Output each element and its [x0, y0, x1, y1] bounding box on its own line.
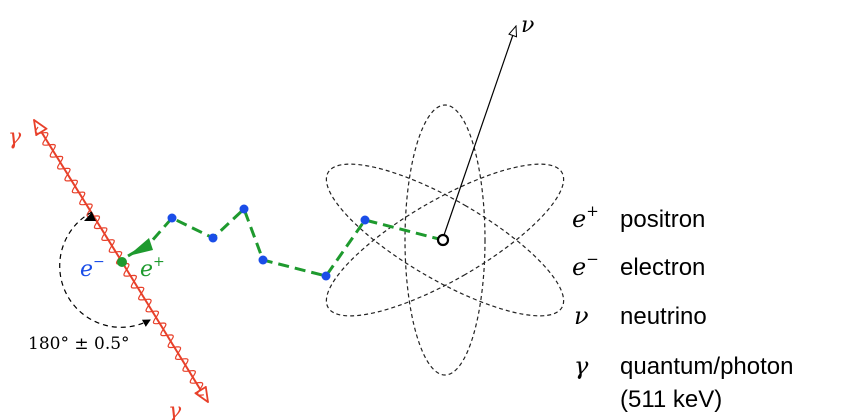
legend-symbol: e [572, 205, 586, 233]
legend-text: neutrino [620, 303, 707, 330]
angle-arc [59, 211, 151, 328]
orbit-diagonal-a [325, 163, 565, 317]
legend-symbol: γ [574, 352, 589, 380]
positron-sup: + [153, 254, 165, 270]
electron-symbol: e [80, 257, 93, 282]
scatter-dot [208, 233, 218, 243]
positron-symbol: e [140, 257, 153, 282]
legend-item-neutrino: ν neutrino [574, 302, 707, 330]
neutrino-label: ν [521, 13, 534, 38]
legend-symbol: e [572, 253, 586, 281]
scatter-dot [321, 271, 331, 281]
photon-line-upper [34, 120, 123, 263]
legend-symbol: ν [574, 302, 589, 330]
legend-sup: − [586, 250, 599, 268]
scatter-dot [239, 204, 249, 214]
annihilation-point [117, 257, 127, 267]
legend-item-positron: e+ positron [572, 202, 705, 233]
photon-line-lower [121, 261, 208, 402]
photon-pair [34, 120, 208, 402]
angle-label: 180° ± 0.5° [28, 334, 130, 354]
legend-item-electron: e− electron [572, 250, 705, 281]
electron-sup: − [93, 254, 105, 270]
atom [325, 104, 565, 376]
positron-path [148, 206, 444, 278]
positron-label: e+ [140, 254, 165, 282]
gamma-label-bottom: γ [168, 399, 182, 420]
gamma-label-top: γ [8, 125, 22, 150]
angle-arc-start-arrowhead [84, 212, 96, 221]
legend: e+ positron e− electron ν neutrino γ qua… [572, 202, 793, 413]
scatter-dot [258, 255, 268, 265]
orbit-diagonal-b [325, 163, 565, 317]
scatter-dot [167, 213, 177, 223]
electron-label: e− [80, 254, 105, 282]
nucleus-origin [436, 233, 450, 247]
scatter-points [167, 204, 370, 281]
neutrino-arrow [442, 26, 516, 239]
svg-text:e−: e− [572, 250, 599, 281]
photon-wave [34, 126, 204, 396]
legend-sup: + [586, 202, 599, 220]
legend-text-extra: (511 keV) [620, 386, 722, 413]
orbit-vertical [404, 104, 486, 376]
svg-text:e+: e+ [572, 202, 599, 233]
legend-item-photon: γ quantum/photon (511 keV) [574, 352, 793, 413]
positron-direction-arrowhead [128, 238, 153, 256]
legend-text: electron [620, 254, 705, 281]
legend-text: quantum/photon [620, 353, 793, 380]
scatter-dot [360, 215, 370, 225]
legend-text: positron [620, 206, 705, 233]
